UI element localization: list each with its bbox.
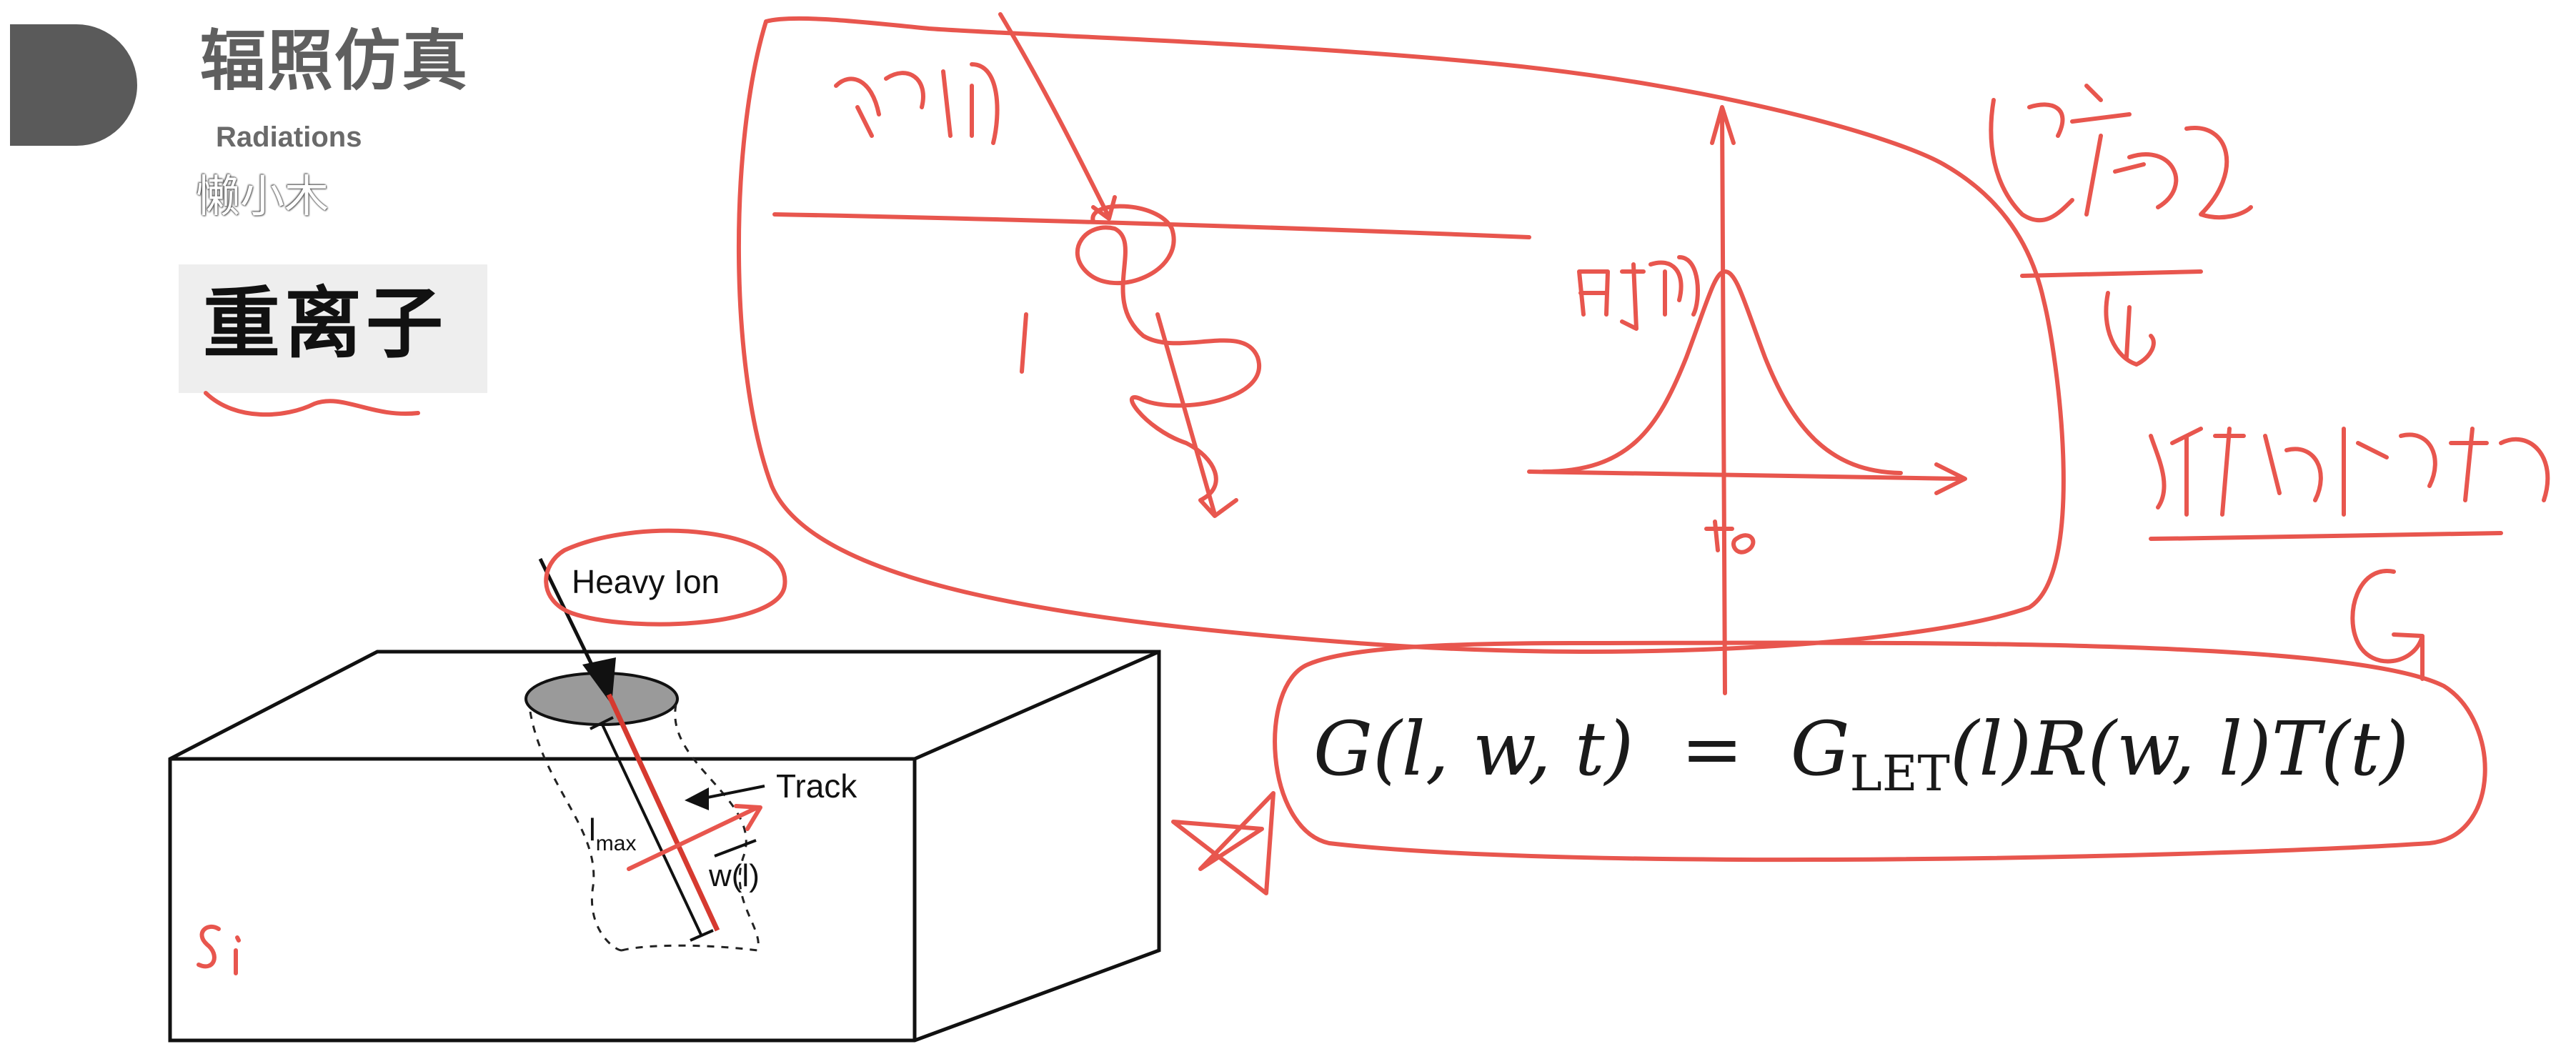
l-mark	[1020, 312, 1028, 374]
lmax-label-sub: max	[596, 832, 637, 855]
track-red-arrow	[627, 804, 762, 871]
width-label: w(l)	[708, 858, 760, 893]
ion-track-line	[606, 693, 720, 932]
section-label-box	[179, 264, 487, 393]
arrow-to-ball	[998, 12, 1117, 221]
scribble-time	[1577, 255, 1700, 331]
big-enclosure	[737, 16, 2066, 654]
silicon-block	[168, 650, 1161, 1043]
scribble-continuous	[2149, 427, 2550, 517]
heavy-ion-label: Heavy Ion	[572, 563, 720, 600]
width-pointer	[714, 839, 757, 857]
section-badge	[10, 24, 137, 146]
continuous-underline	[2149, 531, 2503, 541]
heavy-ion-arrow	[538, 557, 616, 705]
scribble-space	[834, 62, 1000, 145]
track-pointer-arrow	[685, 785, 765, 810]
formula-rhs: (l)R(w, l)T(t)	[1949, 705, 2410, 792]
handwritten-annotations	[197, 12, 2550, 975]
lmax-label-l: l	[589, 812, 596, 847]
heavy-ion-circle	[544, 528, 787, 627]
g-mark	[2350, 569, 2425, 681]
formula-g: G	[1790, 705, 1850, 792]
si-scribble	[197, 924, 241, 975]
scribble-density	[1989, 84, 2253, 223]
gaussian-x-axis	[1527, 462, 1967, 495]
author-watermark: 懒小木	[196, 170, 329, 222]
gaussian-curve	[1541, 269, 1903, 475]
formula-lhs: G(l, w, t)	[1313, 705, 1634, 792]
slide-title: 辐照仿真	[200, 23, 469, 99]
section-underline	[204, 391, 420, 417]
formula-equals: =	[1681, 705, 1744, 792]
formula-subscript: LET	[1849, 746, 1950, 802]
formula-enclosure	[1273, 640, 2487, 862]
ion-ball-scribble	[1075, 204, 1262, 518]
track-label: Track	[776, 767, 857, 805]
star-mark	[1171, 791, 1275, 895]
formula: G(l, w, t) = GLET(l)R(w, l)T(t)	[1313, 712, 2409, 799]
axis-line-top	[772, 212, 1531, 239]
slide-subtitle: Radiations	[216, 121, 362, 153]
t0-label	[1704, 519, 1756, 555]
gaussian-y-axis	[1710, 105, 1736, 695]
fraction-line	[2020, 269, 2203, 278]
section-label: 重离子	[203, 279, 448, 369]
track-boundary	[529, 704, 760, 952]
lmax-label: lmax	[589, 812, 636, 855]
fraction-l	[2104, 291, 2156, 367]
lmax-dimension	[590, 716, 714, 942]
